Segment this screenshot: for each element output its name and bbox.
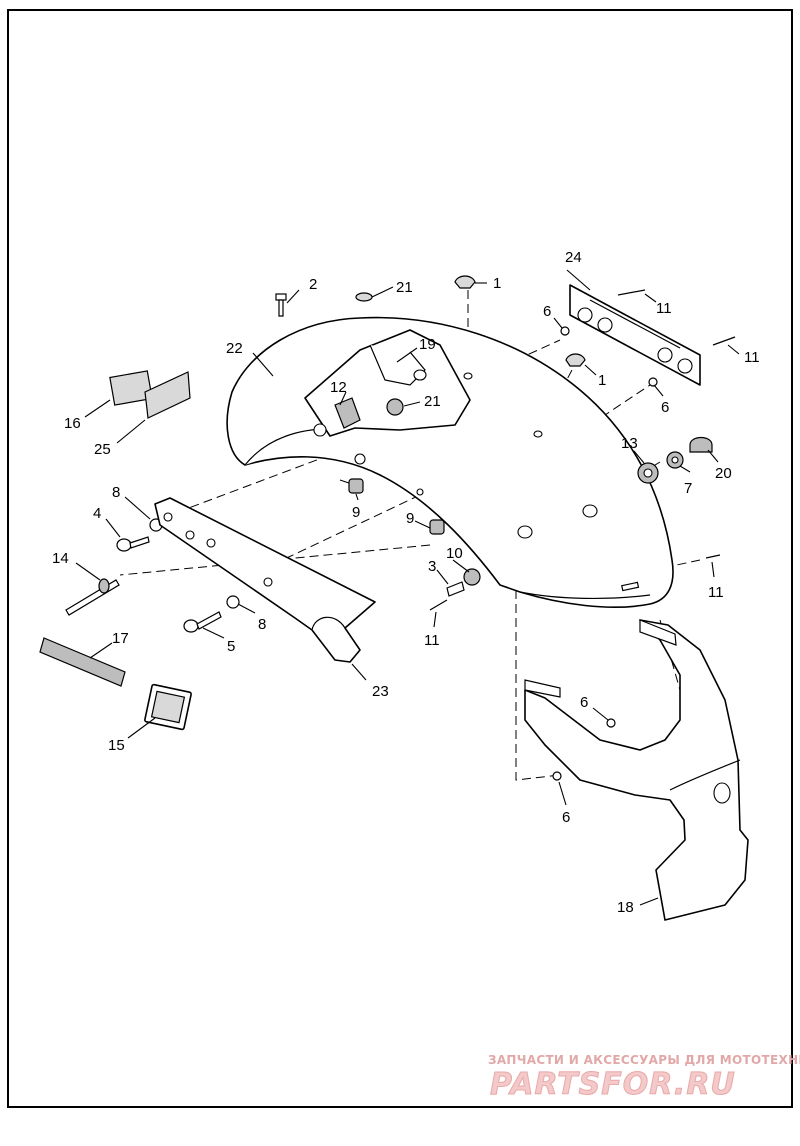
cap-1-top xyxy=(454,275,476,289)
reflector-15 xyxy=(144,683,192,731)
pin-11 xyxy=(617,289,646,296)
callout-label: 6 xyxy=(661,399,669,416)
watermark-logo: PARTSFOR.RU xyxy=(490,1067,736,1102)
callout-label: 2 xyxy=(309,276,317,293)
washer-21-top xyxy=(355,292,373,302)
callout-label: 17 xyxy=(112,630,129,647)
callout-label: 1 xyxy=(493,275,501,292)
callout-label: 22 xyxy=(226,340,243,357)
callout-label: 11 xyxy=(424,632,440,649)
fender-hole xyxy=(463,372,473,380)
callout-label: 23 xyxy=(372,683,389,700)
callout-label: 11 xyxy=(744,349,760,366)
reflector-strip-17 xyxy=(39,637,126,687)
hardware xyxy=(65,275,736,781)
callout-label: 12 xyxy=(330,379,347,396)
pin-11 xyxy=(429,599,448,611)
callout-label: 21 xyxy=(424,393,441,410)
callout-label: 18 xyxy=(617,899,634,916)
callout-label: 19 xyxy=(419,336,436,353)
diagram-frame xyxy=(7,9,793,1108)
watermark: ЗАПЧАСТИ И АКСЕССУАРЫ ДЛЯ МОТОТЕХНИКИ PA… xyxy=(488,1053,800,1103)
callout-numbers: 1 1 2 3 4 5 6 6 6 6 7 8 8 9 9 10 11 11 1… xyxy=(52,249,760,916)
callout-label: 10 xyxy=(446,545,463,562)
callout-label: 3 xyxy=(428,558,436,575)
callout-label: 6 xyxy=(543,303,551,320)
callout-label: 9 xyxy=(406,510,414,527)
grommet-9 xyxy=(348,478,364,494)
callout-label: 21 xyxy=(396,279,413,296)
pin-11 xyxy=(705,554,721,559)
screw-5 xyxy=(183,611,222,633)
leader-lines xyxy=(75,269,740,906)
fender-hole xyxy=(354,453,366,465)
callout-label: 8 xyxy=(258,616,266,633)
callout-label: 24 xyxy=(565,249,582,266)
callout-label: 7 xyxy=(684,480,692,497)
callout-label: 20 xyxy=(715,465,732,482)
lower-fender-skirt xyxy=(524,619,749,921)
callout-label: 11 xyxy=(656,300,672,317)
license-bracket xyxy=(569,284,701,386)
screw-4 xyxy=(116,536,150,552)
fender-hole xyxy=(582,504,598,518)
callout-label: 4 xyxy=(93,505,101,522)
grommet-9 xyxy=(429,519,445,535)
cap-1-mid xyxy=(565,353,586,367)
callout-label: 14 xyxy=(52,550,69,567)
washer-6 xyxy=(606,718,616,728)
callout-label: 25 xyxy=(94,441,111,458)
reflector-16 xyxy=(109,370,153,406)
bracket-12 xyxy=(313,397,361,437)
nut-21 xyxy=(386,398,404,416)
screw-2 xyxy=(275,293,287,317)
fender-hole xyxy=(416,488,424,496)
fender-strut xyxy=(154,497,376,663)
callout-label: 15 xyxy=(108,737,125,754)
watermark-tagline: ЗАПЧАСТИ И АКСЕССУАРЫ ДЛЯ МОТОТЕХНИКИ xyxy=(488,1053,800,1067)
callout-label: 11 xyxy=(708,584,724,601)
stud-14 xyxy=(65,578,120,616)
washer-6 xyxy=(552,771,562,781)
washer-8 xyxy=(226,595,240,609)
pin-11 xyxy=(712,336,736,346)
cap-nut-20 xyxy=(689,436,713,453)
fender-hole xyxy=(517,525,533,539)
callout-label: 5 xyxy=(227,638,235,655)
fender-hole xyxy=(533,430,543,438)
callout-label: 1 xyxy=(598,372,606,389)
screw-3 xyxy=(446,581,465,597)
callout-label: 9 xyxy=(352,504,360,521)
washer-6 xyxy=(560,326,570,336)
callout-label: 6 xyxy=(580,694,588,711)
fender-slot xyxy=(621,581,640,592)
callout-label: 13 xyxy=(621,435,638,452)
callout-label: 8 xyxy=(112,484,120,501)
reflector-base-25 xyxy=(144,371,191,419)
callout-label: 16 xyxy=(64,415,81,432)
washer-10 xyxy=(463,568,481,586)
callout-label: 6 xyxy=(562,809,570,826)
washer-6 xyxy=(648,377,658,387)
